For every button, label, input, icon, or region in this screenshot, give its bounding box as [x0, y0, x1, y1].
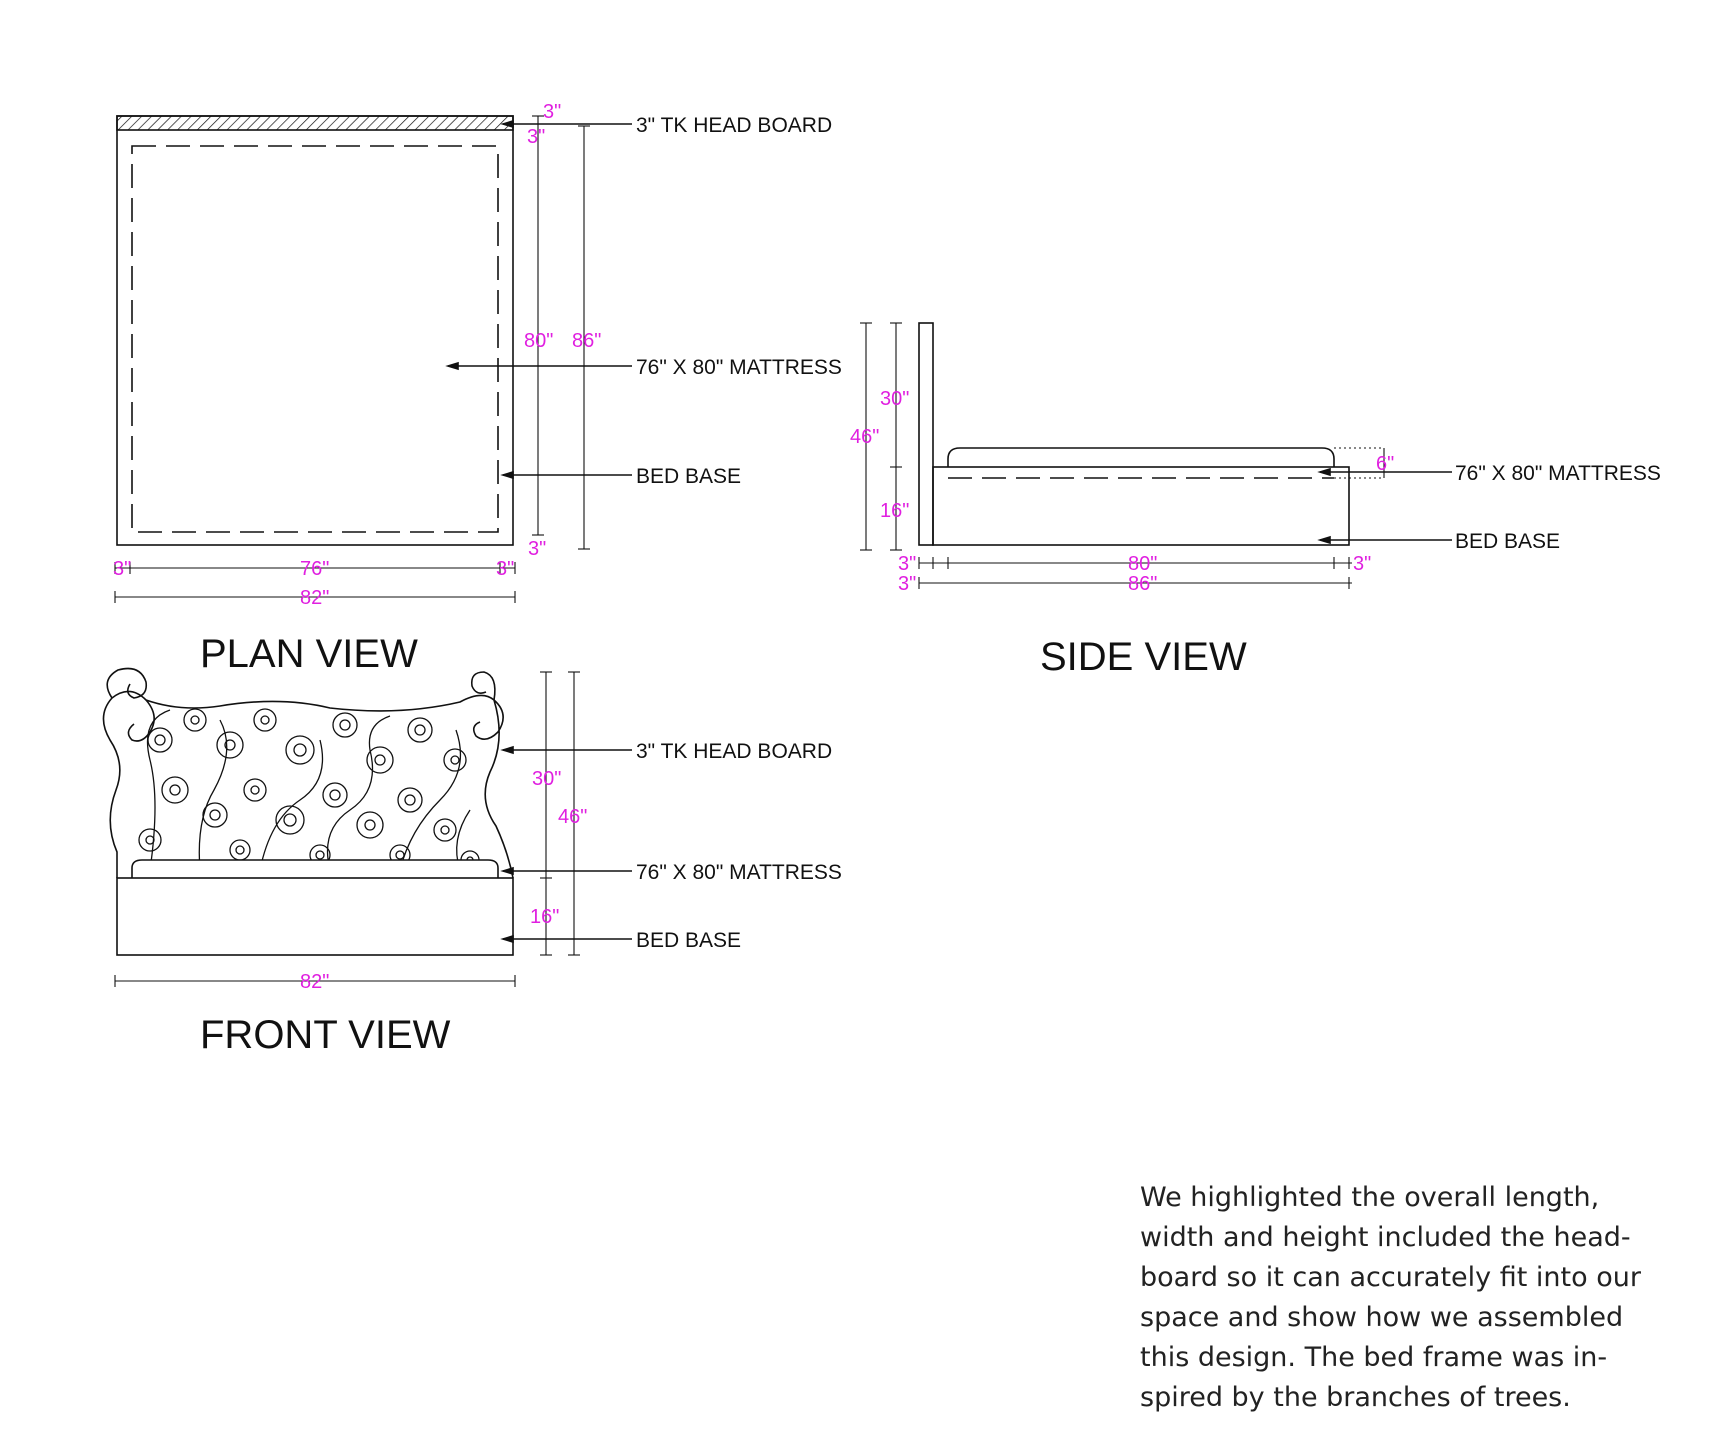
note-line: board so it can accurately fit into our [1140, 1262, 1641, 1293]
front-branch-swirls [138, 708, 480, 871]
plan-bed-outline [116, 115, 514, 546]
plan-label-base: BED BASE [636, 465, 741, 488]
plan-dim-bottom: 3" [528, 538, 546, 560]
front-view [102, 667, 632, 987]
note-line: width and height included the head- [1140, 1222, 1631, 1253]
side-mattress [947, 447, 1335, 467]
front-label-base: BED BASE [636, 929, 741, 952]
front-view-text: 3" TK HEAD BOARD 76" X 80" MATTRESS BED … [200, 740, 842, 1057]
side-bed-base [932, 466, 1350, 546]
note-line: this design. The bed frame was in- [1140, 1342, 1608, 1373]
note-line: We highlighted the overall length, [1140, 1182, 1600, 1213]
plan-view-text: 3" TK HEAD BOARD 76" X 80" MATTRESS BED … [113, 101, 842, 676]
note-line: spired by the branches of trees. [1140, 1382, 1571, 1413]
front-dim-upper: 30" [532, 768, 561, 790]
side-view [860, 322, 1452, 589]
front-left-scroll [106, 667, 148, 699]
side-dim-length: 80" [1128, 553, 1157, 575]
plan-view [114, 115, 632, 603]
side-label-mattress: 76" X 80" MATTRESS [1455, 462, 1661, 485]
front-label-headboard: 3" TK HEAD BOARD [636, 740, 832, 763]
side-dim-lower: 16" [880, 500, 909, 522]
plan-label-mattress: 76" X 80" MATTRESS [636, 356, 842, 379]
side-dim-left2: 3" [898, 573, 916, 595]
side-label-base: BED BASE [1455, 530, 1560, 553]
side-headboard [918, 322, 934, 546]
front-bed-base [116, 877, 514, 956]
plan-dim-left: 3" [113, 558, 131, 580]
front-headboard-outline [102, 690, 514, 879]
plan-view-title: PLAN VIEW [200, 632, 418, 676]
front-view-title: FRONT VIEW [200, 1013, 451, 1057]
side-dim-mattress: 6" [1376, 453, 1394, 475]
side-dim-total: 46" [850, 426, 879, 448]
plan-headboard-hatch [116, 115, 514, 131]
side-dim-total-length: 86" [1128, 573, 1157, 595]
side-view-text: 76" X 80" MATTRESS BED BASE 30" 46" 16" … [850, 388, 1661, 679]
plan-mattress-dashed [131, 145, 499, 533]
side-view-title: SIDE VIEW [1040, 635, 1247, 679]
note-line: space and show how we assembled [1140, 1302, 1624, 1333]
design-note: We highlighted the overall length, width… [1140, 1178, 1680, 1418]
plan-dim-total: 82" [300, 587, 329, 609]
plan-dim-length-total: 86" [572, 330, 601, 352]
side-dim-right: 3" [1353, 553, 1371, 575]
front-right-scroll [470, 671, 496, 701]
plan-dim-top2: 3" [527, 126, 545, 148]
side-dim-upper: 30" [880, 388, 909, 410]
plan-dim-right: 3" [496, 558, 514, 580]
plan-label-headboard: 3" TK HEAD BOARD [636, 114, 832, 137]
side-dim-left1: 3" [898, 553, 916, 575]
plan-dim-length-mattress: 80" [524, 330, 553, 352]
front-dim-total: 46" [558, 806, 587, 828]
front-label-mattress: 76" X 80" MATTRESS [636, 861, 842, 884]
front-dim-width: 82" [300, 971, 329, 993]
front-mattress [131, 859, 499, 878]
front-dim-lower: 16" [530, 906, 559, 928]
plan-dim-top1: 3" [543, 101, 561, 123]
plan-dim-middle: 76" [300, 558, 329, 580]
